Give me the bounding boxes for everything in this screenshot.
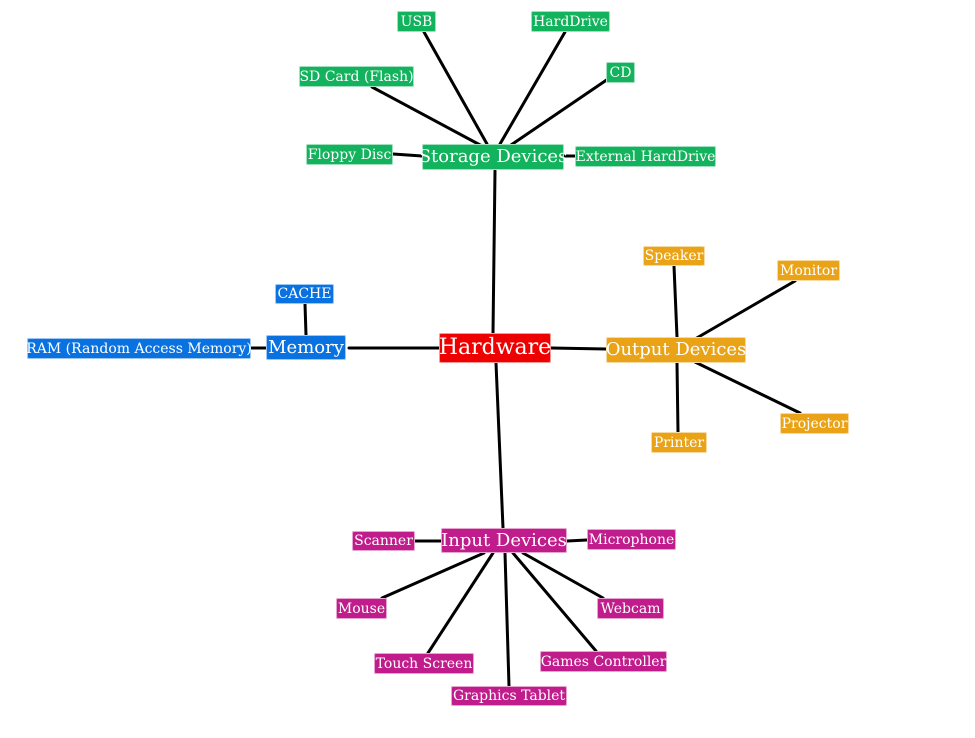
node-speaker[interactable]: Speaker (643, 246, 705, 266)
connector-line (511, 551, 598, 653)
connector-line (491, 169, 497, 335)
node-output-devices[interactable]: Output Devices (606, 337, 746, 363)
connector-line (303, 302, 308, 337)
node-microphone[interactable]: Microphone (587, 529, 676, 550)
node-external-harddrive[interactable]: External HardDrive (575, 146, 716, 167)
node-input-devices[interactable]: Input Devices (441, 528, 567, 553)
connector-line (693, 279, 797, 341)
connector-line (693, 360, 802, 415)
node-floppy-disc[interactable]: Floppy Disc (306, 144, 393, 165)
node-monitor[interactable]: Monitor (777, 260, 840, 281)
node-graphics-tablet[interactable]: Graphics Tablet (451, 686, 567, 706)
node-webcam[interactable]: Webcam (597, 598, 664, 619)
node-memory[interactable]: Memory (266, 335, 346, 360)
node-scanner[interactable]: Scanner (352, 531, 415, 551)
connector-line (503, 551, 511, 688)
connector-line (521, 551, 605, 600)
node-games-controller[interactable]: Games Controller (540, 651, 667, 672)
connector-line (494, 361, 505, 530)
node-projector[interactable]: Projector (780, 413, 849, 434)
node-harddrive[interactable]: HardDrive (531, 11, 610, 32)
connector-line (426, 551, 495, 655)
node-ram[interactable]: RAM (Random Access Memory) (26, 338, 252, 359)
node-mouse[interactable]: Mouse (336, 598, 387, 619)
connector-line (391, 152, 424, 158)
node-hardware[interactable]: Hardware (439, 333, 551, 363)
node-sd-card[interactable]: SD Card (Flash) (299, 66, 414, 87)
node-cache[interactable]: CACHE (275, 284, 334, 304)
connector-line (672, 264, 679, 339)
node-cd[interactable]: CD (606, 62, 635, 83)
connector-line (549, 346, 608, 351)
connector-line (370, 85, 484, 148)
connector-line (380, 551, 486, 600)
connector-line (422, 30, 489, 146)
node-storage-devices[interactable]: Storage Devices (419, 144, 567, 170)
connector-line (675, 361, 680, 434)
node-printer[interactable]: Printer (651, 432, 707, 453)
node-touch-screen[interactable]: Touch Screen (374, 653, 474, 674)
node-usb[interactable]: USB (397, 11, 436, 32)
connector-line (565, 538, 589, 543)
connector-line (498, 30, 567, 146)
connector-line (509, 77, 610, 147)
